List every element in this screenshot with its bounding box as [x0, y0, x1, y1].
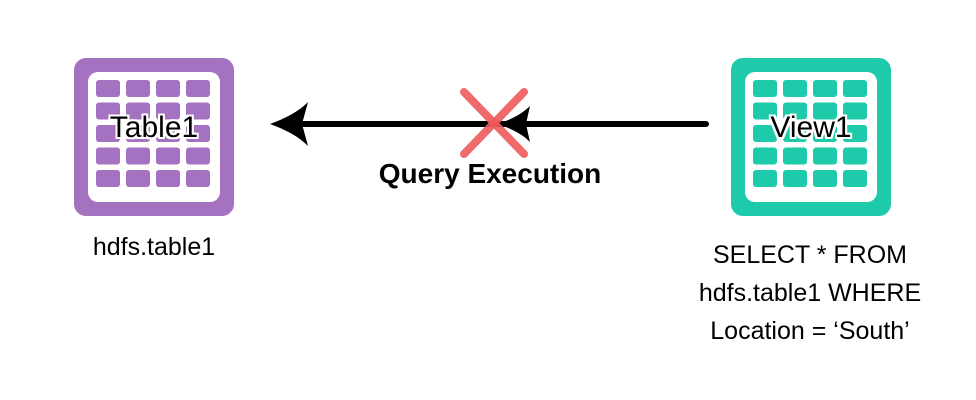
grid-cell — [186, 147, 210, 165]
grid-cell — [813, 102, 837, 120]
view-node-caption: SELECT * FROM hdfs.table1 WHERE Location… — [660, 236, 960, 350]
grid-cell — [186, 102, 210, 120]
grid-cell — [96, 80, 120, 97]
grid-cell — [813, 170, 837, 187]
grid-cell — [753, 147, 777, 165]
grid-cell — [813, 80, 837, 97]
grid-cell — [96, 102, 120, 120]
grid-cell — [843, 125, 867, 142]
arrow-head-left — [270, 102, 308, 146]
grid-cell — [156, 170, 180, 187]
grid-cell — [753, 80, 777, 97]
view-caption-line: Location = ‘South’ — [710, 317, 910, 345]
table-node[interactable]: Table1 — [74, 58, 234, 216]
grid-cell — [96, 147, 120, 165]
table-node-label: Table1 — [109, 111, 199, 144]
grid-cell — [843, 170, 867, 187]
grid-cell — [783, 170, 807, 187]
view-caption-line: SELECT * FROM — [712, 241, 908, 269]
grid-cell — [753, 170, 777, 187]
grid-cell — [813, 147, 837, 165]
grid-cell — [843, 147, 867, 165]
view-caption-line: hdfs.table1 WHERE — [698, 279, 922, 307]
grid-cell — [126, 147, 150, 165]
grid-cell — [126, 125, 150, 142]
grid-cell — [126, 170, 150, 187]
grid-cell — [156, 80, 180, 97]
grid-cell — [186, 125, 210, 142]
grid-cell — [96, 170, 120, 187]
grid-cell — [783, 102, 807, 120]
grid-cell — [186, 80, 210, 97]
view-node-label: View1 — [770, 111, 852, 144]
grid-cell — [156, 125, 180, 142]
grid-cell — [843, 102, 867, 120]
arrow-head-mid — [498, 106, 530, 142]
view-grid-icon — [745, 72, 877, 202]
grid-cell — [753, 125, 777, 142]
query-execution-label: Query Execution — [378, 158, 602, 189]
view-node[interactable]: View1 — [731, 58, 891, 216]
grid-cell — [156, 147, 180, 165]
grid-cell — [96, 125, 120, 142]
grid-cell — [783, 80, 807, 97]
grid-cell — [813, 125, 837, 142]
grid-cell — [126, 80, 150, 97]
grid-cell — [753, 102, 777, 120]
grid-cell — [843, 80, 867, 97]
grid-cell — [783, 125, 807, 142]
grid-cell — [126, 102, 150, 120]
table-grid-icon — [88, 72, 220, 202]
table-node-caption: hdfs.table1 — [92, 233, 216, 261]
grid-cell — [186, 170, 210, 187]
grid-cell — [783, 147, 807, 165]
query-execution-arrow — [270, 88, 709, 158]
grid-cell — [156, 102, 180, 120]
blocked-x-icon — [460, 88, 528, 158]
